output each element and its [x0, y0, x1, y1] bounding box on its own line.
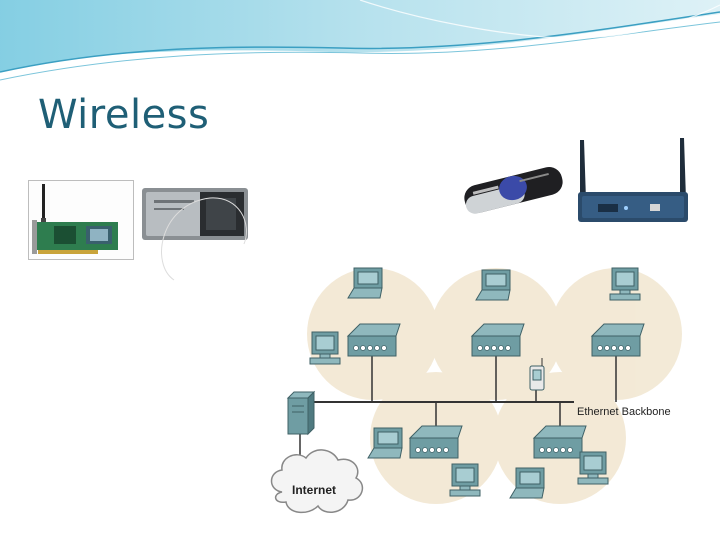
router-server — [286, 390, 316, 436]
desktop-pc-1 — [309, 331, 341, 365]
access-point-2 — [470, 323, 525, 357]
laptop-2 — [475, 269, 511, 301]
header-wave-decoration — [0, 0, 720, 81]
laptop-3 — [367, 427, 403, 459]
access-point-5 — [532, 425, 587, 459]
desktop-pc-4 — [577, 451, 609, 485]
slide-title: Wireless — [38, 92, 210, 138]
access-point-3 — [590, 323, 645, 357]
laptop-4 — [509, 467, 545, 499]
pda-device — [529, 358, 545, 391]
pcmcia-wireless-card-photo — [140, 184, 252, 284]
desktop-pc-3 — [449, 463, 481, 497]
laptop-1 — [347, 267, 383, 299]
access-point-4 — [408, 425, 463, 459]
pci-wireless-card-photo — [28, 180, 134, 260]
ethernet-backbone-label: Ethernet Backbone — [577, 406, 671, 418]
wireless-access-point-photo — [576, 134, 690, 226]
access-point-1 — [346, 323, 401, 357]
wireless-network-diagram: Ethernet Backbone — [268, 252, 686, 530]
usb-wireless-adapter-photo — [455, 156, 571, 220]
desktop-pc-2 — [609, 267, 641, 301]
internet-cloud — [270, 449, 364, 514]
internet-cloud-label: Internet — [292, 483, 336, 497]
